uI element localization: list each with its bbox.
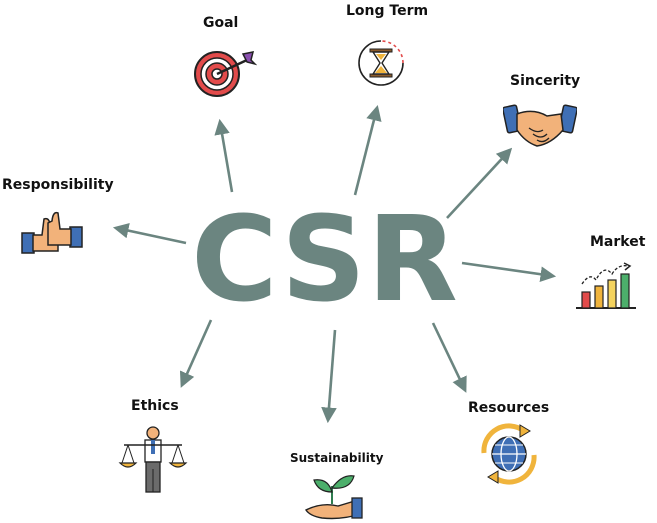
thumbs-up-icon xyxy=(21,211,83,254)
label-market: Market xyxy=(590,234,646,250)
arrow-responsibility xyxy=(112,222,187,245)
hourglass-icon xyxy=(358,40,404,86)
label-responsibility: Responsibility xyxy=(2,177,114,193)
handshake-icon xyxy=(503,104,577,147)
label-resources: Resources xyxy=(468,400,550,416)
arrow-long-term xyxy=(353,104,382,196)
arrow-goal xyxy=(214,118,234,193)
label-long-term: Long Term xyxy=(346,3,429,19)
growth-bar-chart-icon xyxy=(576,262,636,309)
arrow-sustainability xyxy=(321,329,337,424)
label-ethics: Ethics xyxy=(131,398,179,414)
label-sustainability: Sustainability xyxy=(290,451,384,465)
arrow-sincerity xyxy=(446,147,513,219)
globe-recycle-icon xyxy=(481,423,537,485)
arrow-resources xyxy=(431,322,467,393)
balance-scale-person-icon xyxy=(118,426,188,493)
arrow-ethics xyxy=(179,319,213,388)
center-title: CSR xyxy=(191,190,459,328)
arrow-market xyxy=(461,261,557,282)
label-sincerity: Sincerity xyxy=(510,73,581,89)
target-dart-icon xyxy=(194,51,257,97)
label-goal: Goal xyxy=(203,15,239,31)
sprout-in-hand-icon xyxy=(304,475,363,520)
